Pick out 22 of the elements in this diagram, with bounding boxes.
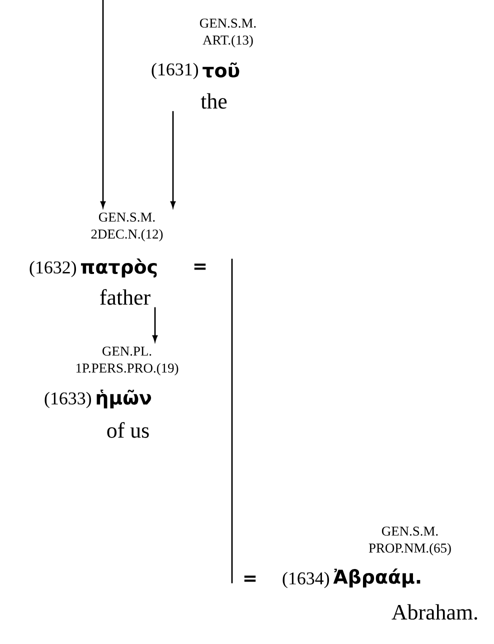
word-number: (1634) bbox=[282, 572, 330, 588]
arrow bbox=[152, 307, 158, 342]
word-number: (1632) bbox=[30, 260, 76, 278]
greek-word: Ἀβραάμ. bbox=[333, 568, 420, 588]
greek-word: τοῦ bbox=[202, 62, 240, 78]
grammar-tag: GEN.PL. 1P.PERS.PRO.(19) bbox=[76, 346, 178, 376]
equals-sign: = bbox=[194, 264, 206, 270]
equals-sign: = bbox=[244, 576, 256, 582]
word-number: (1631) bbox=[152, 62, 198, 80]
word-number: (1633) bbox=[44, 392, 92, 408]
greek-word: πατρὸς bbox=[81, 258, 157, 278]
grammar-tag: GEN.S.M. ART.(13) bbox=[200, 18, 256, 48]
connector-line bbox=[231, 258, 233, 584]
gloss-text: of us bbox=[107, 422, 149, 438]
gloss-text: father bbox=[100, 289, 150, 305]
greek-word: ἡμῶν bbox=[96, 390, 152, 408]
gloss-text: the bbox=[200, 93, 227, 109]
gloss-text: Abraham. bbox=[392, 604, 478, 620]
arrow bbox=[100, 0, 106, 208]
arrow bbox=[170, 111, 176, 208]
grammar-tag: GEN.S.M. 2DEC.N.(12) bbox=[91, 212, 163, 242]
grammar-tag: GEN.S.M. PROP.NM.(65) bbox=[368, 526, 451, 556]
